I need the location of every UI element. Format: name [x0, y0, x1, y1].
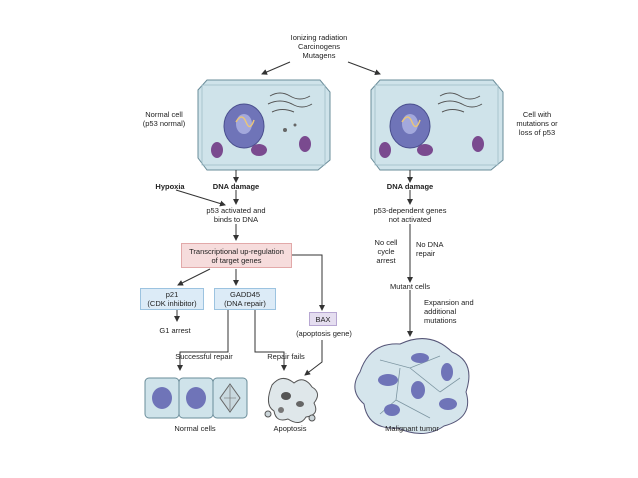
- normal-cell-illustration: [197, 79, 331, 171]
- normal-cells-illustration: [144, 377, 248, 419]
- bax-box: BAX: [309, 312, 337, 326]
- stressors: Ionizing radiation Carcinogens Mutagens: [270, 33, 368, 60]
- no-dna-repair-label: No DNA repair: [416, 240, 444, 258]
- normal-cells-label: Normal cells: [174, 424, 216, 433]
- stressor-radiation: Ionizing radiation: [290, 33, 348, 42]
- stressor-carcinogens: Carcinogens: [297, 42, 341, 51]
- malignant-tumor-illustration: [354, 338, 470, 434]
- repair-fails-label: Repair fails: [267, 352, 305, 361]
- bax-subtitle: (apoptosis gene): [296, 329, 352, 338]
- successful-repair-label: Successful repair: [175, 352, 233, 361]
- mutant-cell-illustration: [370, 79, 504, 171]
- apoptosis-illustration: [264, 378, 318, 423]
- expansion-label: Expansion and additional mutations: [424, 298, 474, 325]
- right-dna-damage-label: DNA damage: [386, 182, 434, 191]
- p53-activated-label: p53 activated and binds to DNA: [206, 206, 266, 224]
- stressor-mutagens: Mutagens: [302, 51, 336, 60]
- no-cell-cycle-arrest-label: No cell cycle arrest: [374, 238, 398, 265]
- genes-not-activated-label: p53-dependent genes not activated: [373, 206, 447, 224]
- gadd45-box: GADD45 (DNA repair): [214, 288, 276, 310]
- g1-arrest-label: G1 arrest: [159, 326, 191, 335]
- left-dna-damage-label: DNA damage: [212, 182, 260, 191]
- malignant-tumor-label: Malignant tumor: [385, 424, 439, 433]
- hypoxia-label: Hypoxia: [155, 182, 185, 191]
- apoptosis-label: Apoptosis: [273, 424, 307, 433]
- normal-cell-label: Normal cell (p53 normal): [142, 110, 186, 128]
- p21-box: p21 (CDK inhibitor): [140, 288, 204, 310]
- mutant-cells-label: Mutant cells: [389, 282, 431, 291]
- arrows: [174, 61, 413, 376]
- upregulation-box: Transcriptional up-regulation of target …: [181, 243, 292, 268]
- mutant-cell-label: Cell with mutations or loss of p53: [516, 110, 558, 137]
